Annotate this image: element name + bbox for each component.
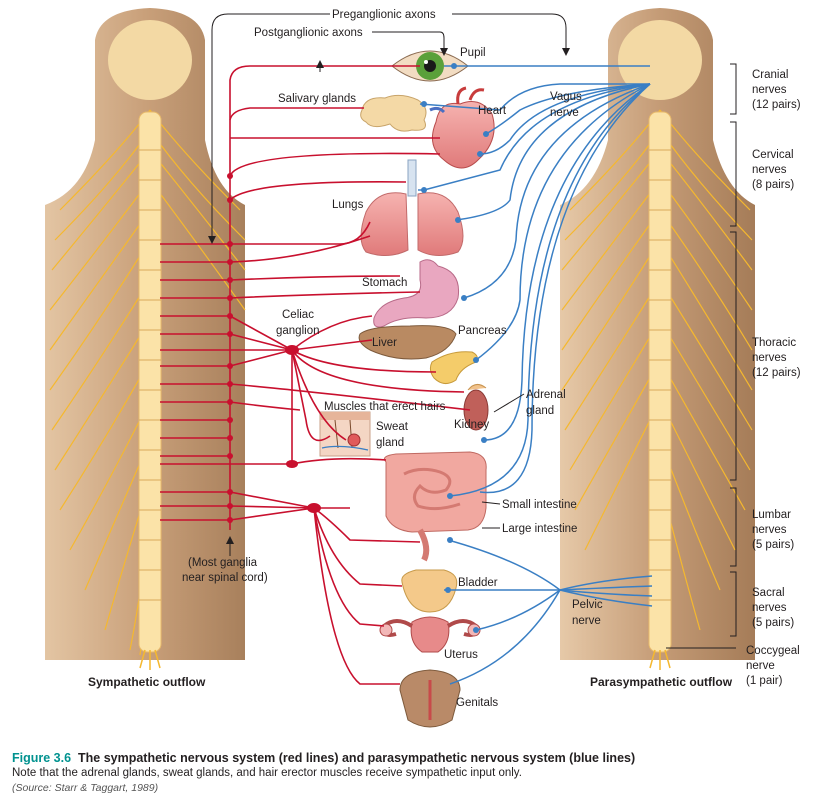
salivary-glands (360, 94, 427, 132)
label-vagus-1: Vagus (550, 91, 582, 103)
label-large-intestine: Large intestine (502, 523, 577, 535)
label-vagus-2: nerve (550, 107, 579, 119)
bladder (401, 569, 458, 613)
genitals (399, 669, 461, 728)
pancreas (429, 351, 478, 384)
label-pelvic-2: nerve (572, 615, 601, 627)
sweat-gland-skin (319, 411, 371, 457)
label-adrenal-1: Adrenal (526, 389, 566, 401)
label-pelvic-1: Pelvic (572, 599, 603, 611)
label-parasympathetic: Parasympathetic outflow (590, 675, 733, 689)
label-heart: Heart (478, 105, 507, 117)
label-cranial-3: (12 pairs) (752, 99, 801, 111)
label-thoracic-2: nerves (752, 352, 787, 364)
label-pancreas: Pancreas (458, 325, 507, 337)
label-sacral-2: nerves (752, 602, 787, 614)
label-liver: Liver (372, 337, 397, 349)
left-spinal-cord (138, 111, 162, 670)
label-most-ganglia-2: near spinal cord) (182, 572, 268, 584)
label-pupil: Pupil (460, 47, 486, 59)
label-thoracic-1: Thoracic (752, 337, 796, 349)
label-adrenal-2: gland (526, 405, 554, 417)
caption-title: The sympathetic nervous system (red line… (78, 751, 636, 765)
caption-note: Note that the adrenal glands, sweat glan… (12, 767, 522, 779)
label-small-intestine: Small intestine (502, 499, 577, 511)
label-salivary: Salivary glands (278, 93, 356, 105)
label-celiac-1: Celiac (282, 309, 314, 321)
label-coccygeal-2: nerve (746, 660, 775, 672)
label-uterus: Uterus (444, 649, 478, 661)
label-cranial-1: Cranial (752, 69, 788, 81)
label-lungs: Lungs (332, 199, 364, 211)
stomach (373, 259, 460, 328)
label-sacral-1: Sacral (752, 587, 785, 599)
label-lumbar-3: (5 pairs) (752, 539, 794, 551)
label-bladder: Bladder (458, 577, 498, 589)
liver (358, 325, 457, 360)
label-coccygeal-1: Coccygeal (746, 645, 800, 657)
label-cranial-2: nerves (752, 84, 787, 96)
eye (391, 50, 469, 82)
right-spinal-cord (648, 111, 672, 670)
label-postganglionic: Postganglionic axons (254, 27, 363, 39)
nerve-brackets (666, 63, 737, 649)
label-cervical-3: (8 pairs) (752, 179, 794, 191)
caption-number: Figure 3.6 (12, 751, 72, 765)
intestines (383, 451, 487, 562)
label-thoracic-3: (12 pairs) (752, 367, 801, 379)
parasympathetic-ganglia (421, 63, 489, 633)
caption-source: (Source: Starr & Taggart, 1989) (12, 782, 159, 794)
sympathetic-nerves (160, 65, 471, 685)
label-sweat-2: gland (376, 437, 404, 449)
label-cervical-2: nerves (752, 164, 787, 176)
label-sacral-3: (5 pairs) (752, 617, 794, 629)
parasympathetic-nerves (418, 65, 653, 685)
label-celiac-2: ganglion (276, 325, 319, 337)
label-muscles: Muscles that erect hairs (324, 401, 446, 413)
uterus (379, 616, 481, 653)
label-sympathetic: Sympathetic outflow (88, 675, 206, 689)
caption-heading: Figure 3.6 The sympathetic nervous syste… (12, 750, 812, 766)
sympathetic-ganglia (227, 173, 321, 523)
label-kidney: Kidney (454, 419, 489, 431)
label-sweat-1: Sweat (376, 421, 409, 433)
kidney (463, 384, 489, 431)
label-coccygeal-3: (1 pair) (746, 675, 783, 687)
lungs (360, 159, 464, 256)
label-cervical-1: Cervical (752, 149, 794, 161)
label-genitals: Genitals (456, 697, 498, 709)
heart (429, 86, 495, 169)
label-most-ganglia-1: (Most ganglia (188, 557, 258, 569)
label-lumbar-1: Lumbar (752, 509, 791, 521)
leader-lines (208, 13, 570, 556)
figure-caption: Figure 3.6 The sympathetic nervous syste… (12, 750, 812, 795)
label-stomach: Stomach (362, 277, 407, 289)
label-preganglionic: Preganglionic axons (332, 9, 436, 21)
label-lumbar-2: nerves (752, 524, 787, 536)
